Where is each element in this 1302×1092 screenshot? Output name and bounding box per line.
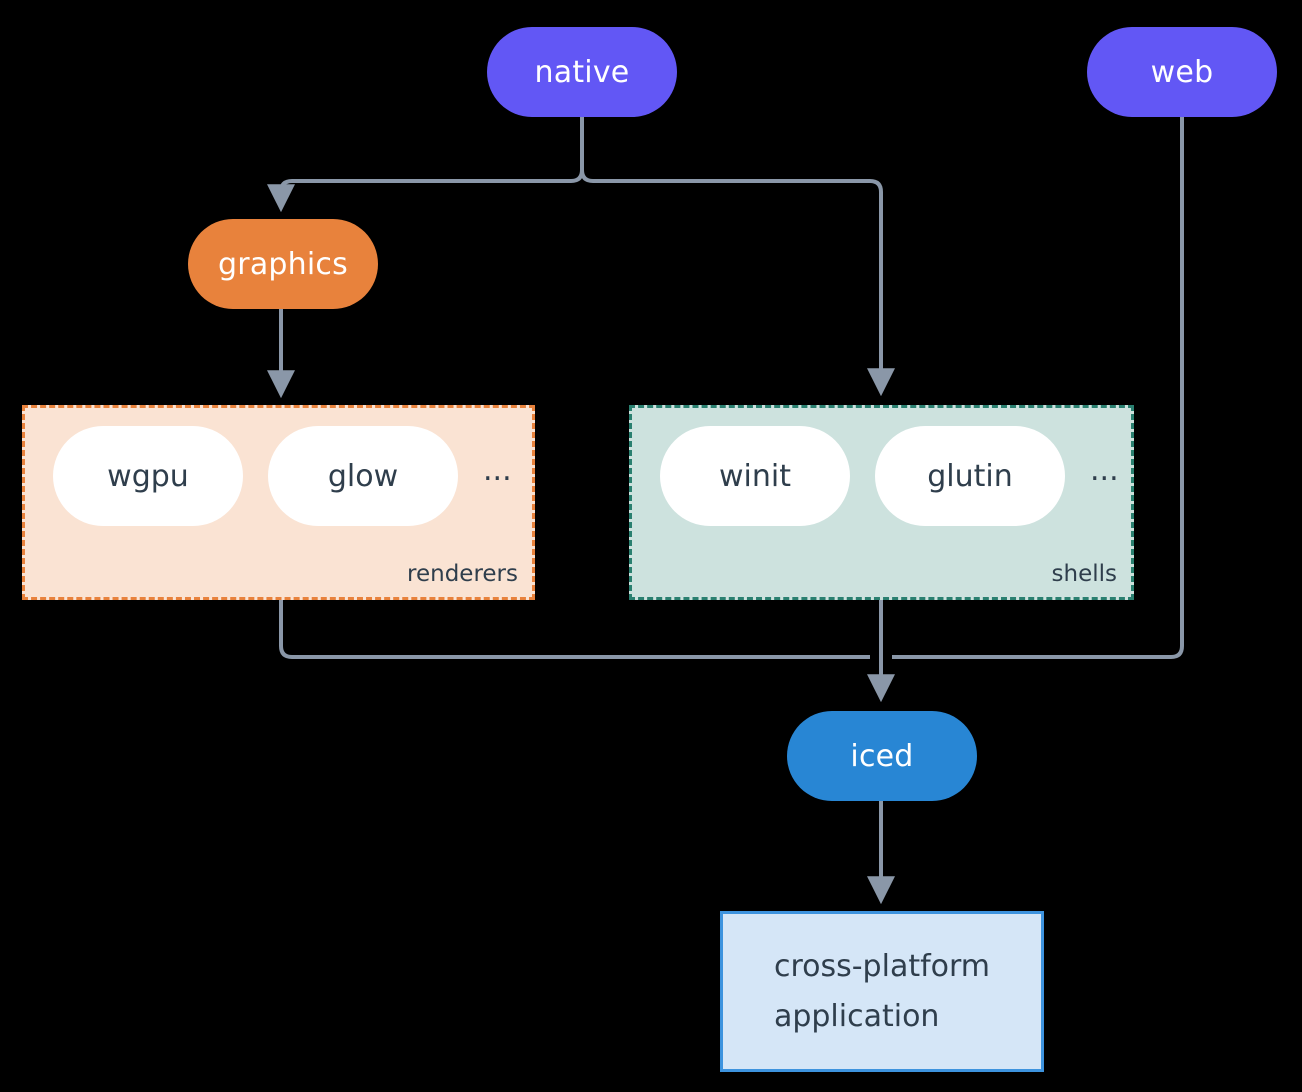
- node-glow[interactable]: glow: [268, 426, 458, 526]
- edge-renderers-iced: [279, 600, 870, 659]
- node-web[interactable]: web: [1087, 27, 1277, 117]
- node-web-label: web: [1150, 54, 1214, 90]
- node-winit[interactable]: winit: [660, 426, 850, 526]
- node-glow-label: glow: [327, 458, 399, 494]
- node-cross-platform-application[interactable]: cross-platform application: [720, 911, 1044, 1072]
- node-glutin-label: glutin: [927, 458, 1013, 494]
- node-graphics[interactable]: graphics: [188, 219, 378, 309]
- node-iced[interactable]: iced: [787, 711, 977, 801]
- node-wgpu[interactable]: wgpu: [53, 426, 243, 526]
- group-shells-items: winit glutin ...: [632, 425, 1131, 527]
- application-label-line2: application: [773, 998, 940, 1034]
- application-label: cross-platform application: [774, 942, 990, 1041]
- shells-ellipsis: ...: [1090, 453, 1119, 488]
- group-shells[interactable]: winit glutin ... shells: [629, 405, 1134, 600]
- group-renderers[interactable]: wgpu glow ... renderers: [22, 405, 535, 600]
- edge-native-bus: [580, 117, 594, 183]
- renderers-ellipsis: ...: [483, 453, 512, 488]
- group-renderers-label: renderers: [407, 561, 518, 587]
- node-wgpu-label: wgpu: [107, 458, 189, 494]
- node-glutin[interactable]: glutin: [875, 426, 1065, 526]
- node-native-label: native: [534, 54, 630, 90]
- group-shells-label: shells: [1051, 561, 1117, 587]
- node-winit-label: winit: [719, 458, 791, 494]
- node-iced-label: iced: [850, 738, 914, 774]
- edge-native-shells: [593, 179, 895, 397]
- edge-bus-left: [267, 169, 584, 213]
- node-native[interactable]: native: [487, 27, 677, 117]
- application-label-line1: cross-platform: [773, 949, 991, 984]
- node-graphics-label: graphics: [218, 246, 348, 282]
- group-renderers-items: wgpu glow ...: [25, 425, 532, 527]
